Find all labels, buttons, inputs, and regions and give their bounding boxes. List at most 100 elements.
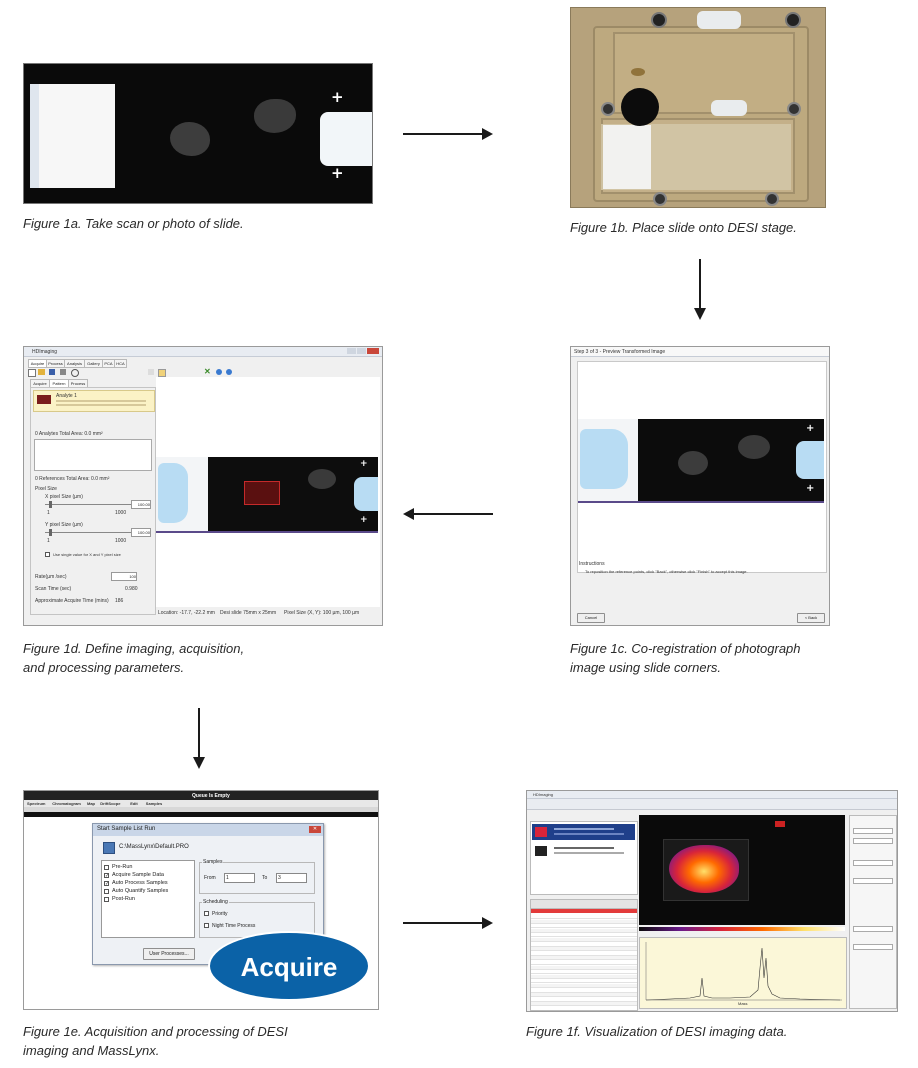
to-input[interactable]: 3 (276, 873, 307, 883)
zoom-icon[interactable] (71, 369, 79, 377)
peak-table-row[interactable] (531, 956, 637, 961)
window-minimize-icon[interactable] (347, 348, 356, 354)
stage-clip-top (697, 11, 741, 29)
open-folder-icon[interactable] (38, 369, 45, 375)
dataset-item-selected[interactable] (532, 824, 635, 840)
globe-icon[interactable] (216, 369, 222, 375)
image-viewer[interactable] (639, 815, 845, 925)
peak-table-row[interactable] (531, 933, 637, 938)
property-field[interactable] (853, 860, 893, 866)
run-option[interactable]: Pre-Run (104, 864, 192, 871)
peak-table-row[interactable] (531, 961, 637, 965)
screw-icon (765, 192, 779, 206)
run-option-checkbox[interactable]: ✓ (104, 881, 110, 887)
delete-cross-icon[interactable]: ✕ (204, 367, 211, 376)
mass-spectrum-plot[interactable]: Mass (639, 937, 847, 1009)
peak-table-row[interactable] (531, 997, 637, 1002)
menu-item-chromatogram[interactable]: Chromatogram (52, 801, 81, 806)
menu-tab-process[interactable]: Process (46, 359, 65, 368)
menu-item-edit[interactable]: Edit (130, 801, 138, 806)
property-field[interactable] (853, 838, 893, 844)
peak-table-row[interactable] (531, 938, 637, 942)
run-option-checkbox[interactable] (104, 889, 109, 894)
peak-table-row[interactable] (531, 970, 637, 975)
user-processes-button[interactable]: User Processes... (143, 948, 195, 960)
y-pixel-slider[interactable] (45, 532, 131, 533)
property-field[interactable] (853, 944, 893, 950)
peak-table-row[interactable] (531, 965, 637, 970)
y-slider-max: 1000 (115, 538, 127, 544)
menu-item-spectrum[interactable]: Spectrum (27, 801, 46, 806)
from-input[interactable]: 1 (224, 873, 255, 883)
single-value-checkbox[interactable] (45, 552, 50, 557)
run-option[interactable]: Auto Quantify Samples (104, 888, 192, 895)
run-option-checkbox[interactable] (104, 865, 109, 870)
reference-cross-icon: + (806, 423, 815, 434)
menu-tab-analysis[interactable]: Analysis (64, 359, 85, 368)
menu-item-samples[interactable]: Samples (145, 801, 163, 806)
save-icon[interactable] (49, 369, 55, 375)
peak-table-row[interactable] (531, 928, 637, 933)
run-option-label: Pre-Run (112, 864, 133, 870)
night-time-checkbox[interactable] (204, 923, 209, 928)
reference-cross-icon: + (360, 459, 368, 469)
menu-item-driftscope[interactable]: DriftScope (100, 801, 121, 806)
peak-table-row[interactable] (531, 947, 637, 952)
run-option[interactable]: ✓Auto Process Samples (104, 880, 192, 887)
peak-table-row[interactable] (531, 993, 637, 998)
run-option[interactable]: Post-Run (104, 896, 192, 903)
peak-table-row[interactable] (531, 988, 637, 993)
globe-icon[interactable] (226, 369, 232, 375)
menu-item-map[interactable]: Map (87, 801, 95, 806)
run-option-label: Post-Run (112, 896, 135, 902)
pencil-icon[interactable] (158, 369, 166, 377)
peak-table-row[interactable] (531, 919, 637, 924)
x-pixel-input[interactable]: 100.00 (131, 500, 151, 509)
property-field[interactable] (853, 926, 893, 932)
new-icon[interactable] (28, 369, 36, 377)
slide-label-right-blue (354, 477, 378, 511)
x-pixel-slider[interactable] (45, 504, 131, 505)
property-field[interactable] (853, 878, 893, 884)
peak-table-row[interactable] (531, 974, 637, 979)
run-option-checkbox[interactable] (104, 897, 109, 902)
y-pixel-slider-thumb[interactable] (49, 529, 52, 536)
image-viewer[interactable]: + + (156, 377, 380, 607)
property-field[interactable] (853, 828, 893, 834)
priority-checkbox[interactable] (204, 911, 209, 916)
cancel-button[interactable]: Cancel (577, 613, 605, 623)
rate-input[interactable]: 100 (111, 572, 137, 581)
peak-table-row[interactable] (531, 1002, 637, 1007)
menu-tab-gallery[interactable]: Gallery (84, 359, 103, 368)
peak-table-row[interactable] (531, 979, 637, 984)
peak-table-row[interactable] (531, 915, 637, 919)
sample-list-row-selected[interactable] (24, 812, 378, 817)
peak-table-row[interactable] (531, 984, 637, 988)
dataset-item[interactable] (532, 844, 635, 858)
peak-table-row-selected[interactable] (531, 909, 637, 913)
run-option-checkbox[interactable]: ✓ (104, 873, 110, 879)
peak-table-row[interactable] (531, 924, 637, 929)
slide-label-right (320, 112, 372, 166)
window-maximize-icon[interactable] (357, 348, 366, 354)
x-pixel-slider-thumb[interactable] (49, 501, 52, 508)
figure-1f-caption: Figure 1f. Visualization of DESI imaging… (526, 1024, 788, 1039)
menu-tab-hca[interactable]: HCA (114, 359, 127, 368)
print-icon[interactable] (60, 369, 66, 375)
back-button[interactable]: < Back (797, 613, 825, 623)
cursor-icon[interactable] (148, 369, 154, 375)
slide-label-edge (30, 84, 39, 188)
peak-table-row[interactable] (531, 951, 637, 956)
peak-table-row[interactable] (531, 942, 637, 947)
analyte-item[interactable]: Analyte 1 (33, 390, 155, 412)
selected-region[interactable] (244, 481, 280, 505)
window-close-icon[interactable] (367, 348, 379, 354)
project-icon (103, 842, 115, 854)
menu-tab-acquire[interactable]: Acquire (28, 359, 47, 368)
run-option[interactable]: ✓Acquire Sample Data (104, 872, 192, 879)
dialog-close-icon[interactable]: ✕ (309, 826, 321, 833)
analytes-list[interactable] (34, 439, 152, 471)
night-time-label: Night Time Process (212, 923, 256, 929)
roi-marker[interactable] (775, 821, 785, 827)
y-pixel-input[interactable]: 100.00 (131, 528, 151, 537)
